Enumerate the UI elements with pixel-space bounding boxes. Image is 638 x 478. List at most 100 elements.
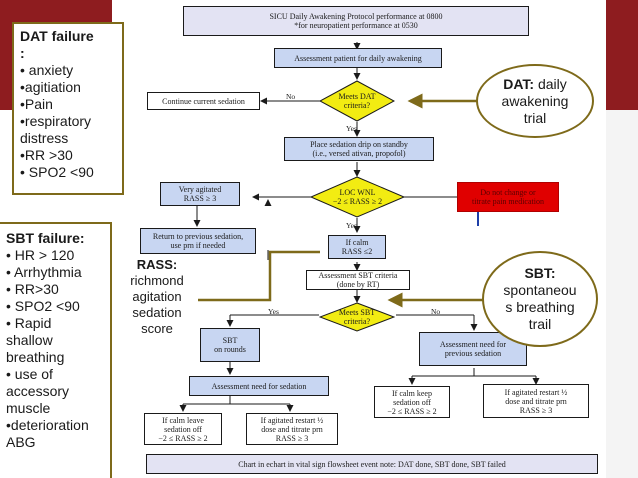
dat-oval-line: trial (523, 109, 547, 126)
do-not-change-box: Do not change or titrate pain medication (457, 182, 559, 212)
rass-line: richmond (130, 273, 184, 288)
continue-sedation-label: Continue current sedation (162, 96, 245, 106)
meets-sbt-label: Meets SBT criteria? (338, 308, 376, 326)
assess-patient-box: Assessment patient for daily awakening (274, 48, 442, 68)
standby-box: Place sedation drip on standby (i.e., ve… (284, 137, 434, 161)
sbt-criteria-line-1: Assessment SBT criteria (318, 271, 398, 280)
sbt-oval-line: spontaneou (503, 282, 577, 298)
sbt-failure-item: • use of (6, 366, 53, 382)
yes-label-3: Yes (268, 307, 279, 316)
sbt-failure-item: muscle (6, 400, 51, 416)
sbt-failure-item: • Arrhythmia (6, 264, 82, 280)
agitated-left-line-2: dose and titrate prn (261, 424, 323, 434)
dat-failure-item: •respiratory (20, 113, 92, 129)
need-previous-label: Assessment need for previous sedation (439, 340, 507, 358)
sbt-failure-title: SBT failure: (6, 230, 85, 246)
agitated-right-line-2: dose and titrate prn (505, 396, 567, 406)
sbt-criteria-box: Assessment SBT criteria (done by RT) (306, 270, 410, 290)
dat-oval-title: DAT: (503, 75, 535, 92)
calm-leave-line-3: −2 ≤ RASS ≥ 2 (158, 433, 208, 443)
sbt-rounds-line-2: on rounds (214, 345, 246, 354)
sbt-rounds-box: SBT on rounds (200, 328, 260, 362)
rass-line: score (141, 321, 173, 336)
rass-note: RASS: richmond agitation sedation score (116, 257, 198, 345)
header-line-1: SICU Daily Awakening Protocol performanc… (269, 12, 443, 21)
sbt-oval-title: SBT: (524, 265, 556, 281)
right-band-top (606, 0, 638, 110)
return-previous-box: Return to previous sedation, use prn if … (140, 228, 256, 254)
dat-failure-item: •RR >30 (20, 147, 73, 163)
calm-keep-line-3: −2 ≤ RASS ≥ 2 (387, 406, 437, 416)
sbt-failure-item: ABG (6, 434, 36, 450)
dat-failure-item: •agitiation (20, 79, 81, 95)
rass-line: agitation (132, 289, 182, 304)
if-calm-line-2: RASS ≤2 (341, 247, 373, 256)
calm-keep-box: If calm keep sedation off −2 ≤ RASS ≥ 2 (374, 386, 450, 418)
calm-leave-box: If calm leave sedation off −2 ≤ RASS ≥ 2 (144, 413, 222, 445)
do-not-change-label: Do not change or titrate pain medication (472, 188, 544, 206)
yes-label-2: Yes (346, 221, 357, 230)
agitated-right-line-3: RASS ≥ 3 (519, 405, 553, 415)
agitated-left-line-1: If agitated restart ½ (260, 415, 324, 425)
chart-note-box: Chart in echart in vital sign flowsheet … (146, 454, 598, 474)
dat-failure-note: DAT failure : • anxiety •agitiation •Pai… (12, 22, 124, 195)
return-previous-label: Return to previous sedation, use prn if … (152, 232, 244, 250)
need-sedation-label: Assessment need for sedation (211, 381, 307, 391)
sbt-failure-item: accessory (6, 383, 70, 399)
dat-oval: DAT: daily awakening trial (476, 64, 594, 138)
sbt-failure-item: •deterioration (6, 417, 89, 433)
calm-keep-line-2: sedation off (393, 397, 431, 407)
very-agitated-box: Very agitated RASS ≥ 3 (160, 182, 240, 206)
sbt-criteria-line-2: (done by RT) (336, 280, 380, 289)
standby-line-1: Place sedation drip on standby (310, 140, 408, 149)
calm-keep-line-1: If calm keep (392, 388, 432, 398)
sbt-failure-item: breathing (6, 349, 65, 365)
protocol-header: SICU Daily Awakening Protocol performanc… (183, 6, 529, 36)
sbt-failure-note: SBT failure: • HR > 120 • Arrhythmia • R… (0, 222, 112, 478)
assess-patient-label: Assessment patient for daily awakening (294, 53, 422, 63)
no-label-1: No (286, 92, 296, 101)
agitated-right-line-1: If agitated restart ½ (504, 387, 568, 397)
rass-line: sedation (132, 305, 182, 320)
loc-wnl-line-1: LOC WNL (339, 188, 376, 197)
dat-failure-colon: : (20, 45, 25, 61)
chart-note-label: Chart in echart in vital sign flowsheet … (238, 459, 506, 469)
sbt-failure-item: • RR>30 (6, 281, 59, 297)
if-calm-line-1: If calm (345, 238, 369, 247)
sbt-oval-line: trail (528, 316, 552, 332)
continue-sedation-box: Continue current sedation (147, 92, 260, 110)
calm-leave-line-2: sedation off (164, 424, 202, 434)
sbt-oval: SBT: spontaneou s breathing trail (482, 251, 598, 347)
no-label-3: No (431, 307, 441, 316)
standby-line-2: (i.e., versed ativan, propofol) (312, 149, 406, 158)
meets-dat-diamond: Meets DAT criteria? (319, 80, 395, 122)
meets-dat-label: Meets DAT criteria? (338, 92, 376, 110)
dat-failure-item: •Pain (20, 96, 53, 112)
loc-wnl-diamond: LOC WNL −2 ≤ RASS ≥ 2 (310, 176, 405, 218)
very-agitated-line-1: Very agitated (178, 185, 222, 194)
rass-title: RASS: (136, 257, 178, 272)
dat-failure-title: DAT failure (20, 28, 94, 44)
sbt-failure-item: • SPO2 <90 (6, 298, 80, 314)
loc-wnl-line-2: −2 ≤ RASS ≥ 2 (332, 197, 383, 206)
calm-leave-line-1: If calm leave (162, 415, 204, 425)
meets-sbt-diamond: Meets SBT criteria? (319, 302, 395, 332)
sbt-rounds-line-1: SBT (222, 336, 238, 345)
agitated-left-line-3: RASS ≥ 3 (275, 433, 309, 443)
dat-oval-line: daily (537, 75, 567, 92)
sbt-failure-item: shallow (6, 332, 53, 348)
agitated-restart-right-box: If agitated restart ½ dose and titrate p… (483, 384, 589, 418)
sbt-oval-line: s breathing (505, 299, 575, 315)
if-calm-box: If calm RASS ≤2 (328, 235, 386, 259)
agitated-restart-left-box: If agitated restart ½ dose and titrate p… (246, 413, 338, 445)
dat-failure-item: • anxiety (20, 62, 74, 78)
dat-failure-item: distress (20, 130, 69, 146)
need-sedation-box: Assessment need for sedation (189, 376, 329, 396)
header-line-2: *for neuropatient performance at 0530 (294, 21, 418, 30)
sbt-failure-item: • Rapid (6, 315, 52, 331)
loc-wnl-text: LOC WNL −2 ≤ RASS ≥ 2 (333, 188, 382, 206)
dat-oval-line: awakening (501, 92, 569, 109)
yes-label-1: Yes (346, 124, 357, 133)
sbt-failure-item: • HR > 120 (6, 247, 75, 263)
